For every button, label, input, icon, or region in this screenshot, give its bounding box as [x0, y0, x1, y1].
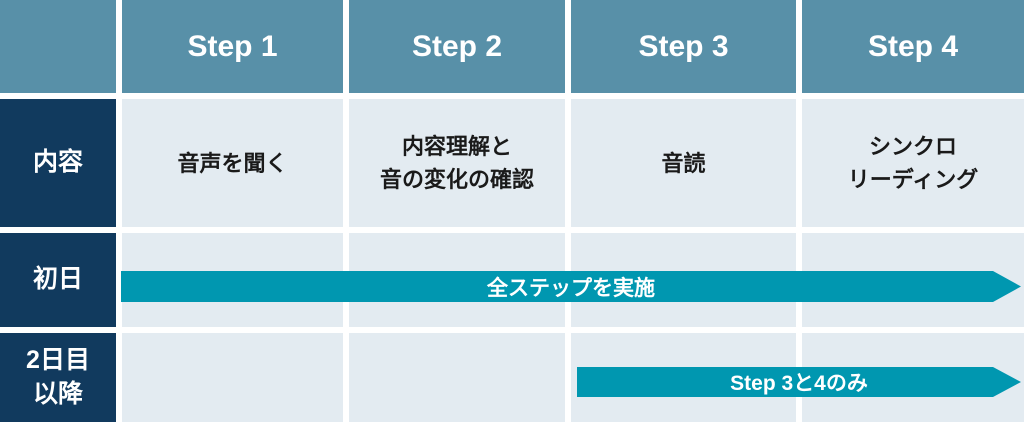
corner-cell	[0, 0, 116, 93]
header-step3: Step 3	[571, 0, 796, 93]
cell-content-step4: シンクロ リーディング	[802, 99, 1024, 227]
cell-content-step1: 音声を聞く	[122, 99, 343, 227]
row-label-content: 内容	[0, 99, 116, 227]
header-step1: Step 1	[122, 0, 343, 93]
arrow-steps-3-4-label: Step 3と4のみ	[730, 372, 868, 395]
row-label-day2plus: 2日目 以降	[0, 333, 116, 422]
header-step2: Step 2	[349, 0, 565, 93]
arrow-all-steps: 全ステップを実施	[121, 271, 1021, 302]
row-label-day1: 初日	[0, 233, 116, 327]
cell-day2plus-step2	[349, 333, 565, 422]
cell-content-step3: 音読	[571, 99, 796, 227]
cell-content-step2: 内容理解と 音の変化の確認	[349, 99, 565, 227]
header-step4: Step 4	[802, 0, 1024, 93]
cell-day2plus-step1	[122, 333, 343, 422]
arrow-all-steps-label: 全ステップを実施	[487, 276, 655, 300]
arrow-steps-3-4: Step 3と4のみ	[577, 367, 1021, 397]
